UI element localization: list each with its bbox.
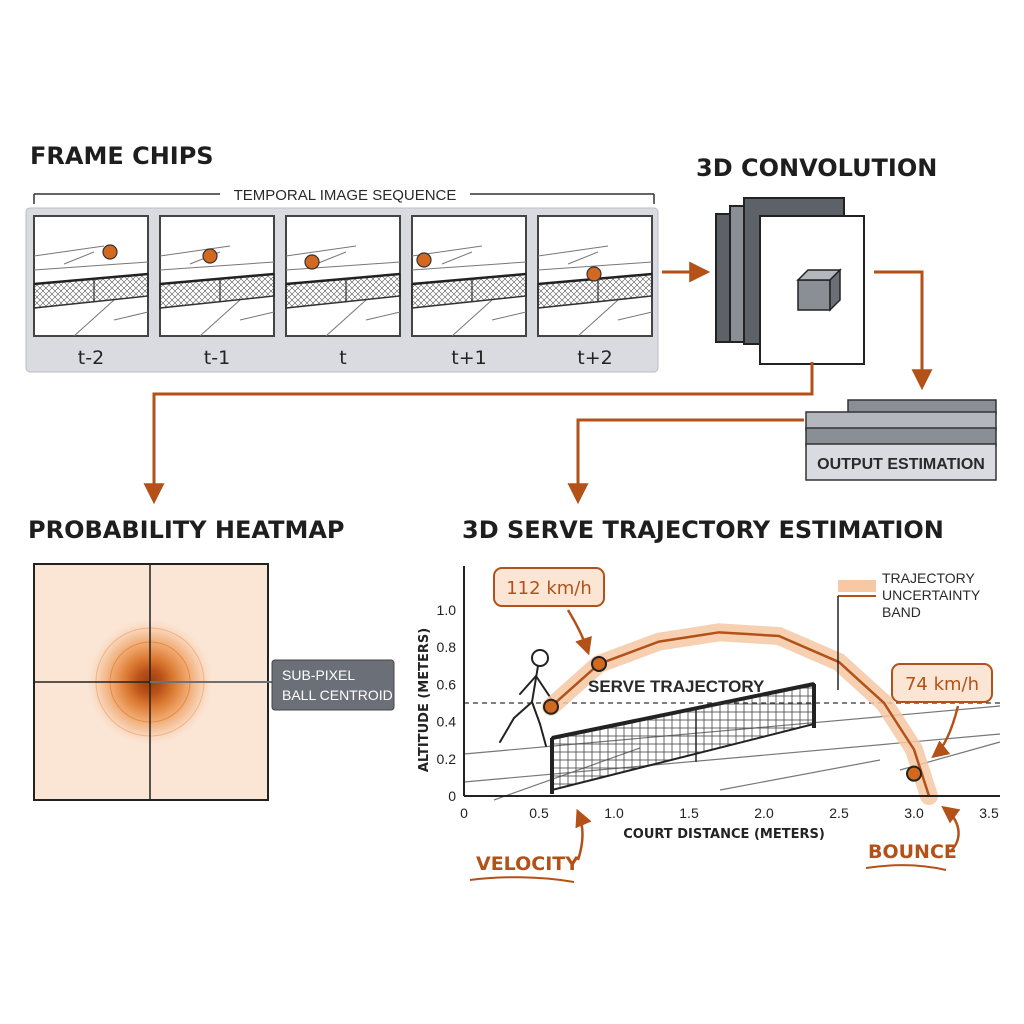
- frame-chip: t+2: [537, 215, 653, 369]
- velocity-underline: [469, 876, 575, 883]
- frame-label: t-1: [204, 347, 230, 369]
- centroid-badge: SUB-PIXEL BALL CENTROID: [271, 659, 395, 711]
- arrow-to-heatmap: [143, 362, 814, 505]
- y-tick-label: 0.6: [437, 676, 457, 692]
- player-icon: [499, 649, 553, 747]
- frame-chip: t-1: [159, 215, 275, 369]
- x-tick-label: 1.5: [679, 805, 699, 821]
- chart-axes: [463, 566, 1000, 797]
- heatmap-title: PROBABILITY HEATMAP: [28, 516, 345, 544]
- convolution-title: 3D CONVOLUTION: [696, 154, 937, 182]
- speed-start-arrow: [566, 609, 592, 656]
- y-tick-label: 0: [448, 788, 456, 804]
- ball-icon: [304, 254, 320, 270]
- frame-label: t: [339, 347, 346, 369]
- speed-end-arrow: [931, 705, 960, 759]
- x-tick-label: 0.5: [529, 805, 549, 821]
- kernel-cube-icon: [796, 268, 842, 312]
- x-tick-label: 0: [460, 805, 468, 821]
- sequence-label: TEMPORAL IMAGE SEQUENCE: [234, 187, 457, 204]
- x-tick-label: 1.0: [604, 805, 624, 821]
- arrow-to-output: [874, 270, 933, 391]
- legend-line3: BAND: [882, 604, 921, 620]
- bounce-underline: [865, 864, 947, 871]
- y-tick-label: 1.0: [437, 602, 457, 618]
- y-axis-title: ALTITUDE (METERS): [417, 628, 432, 772]
- ball-icon: [586, 266, 602, 282]
- frame-label: t-2: [78, 347, 104, 369]
- legend-line2: UNCERTAINTY: [882, 587, 981, 603]
- x-axis-title: COURT DISTANCE (METERS): [623, 827, 825, 842]
- sequence-bracket: [33, 193, 655, 204]
- frame-label: t+1: [451, 347, 486, 369]
- x-tick-label: 2.0: [754, 805, 774, 821]
- trajectory-marker: [543, 698, 559, 715]
- tennis-net: [550, 682, 816, 794]
- probability-heatmap: [33, 563, 274, 801]
- trajectory-chart: 112 km/h 74 km/h SERVE TRAJECTORY TRAJEC…: [417, 566, 1001, 883]
- y-tick-label: 0.4: [437, 714, 457, 730]
- x-axis-ticks: 0 0.5 1.0 1.5 2.0 2.5 3.0 3.5: [460, 805, 999, 821]
- centroid-label-line2: BALL CENTROID: [282, 687, 393, 703]
- y-tick-label: 0.2: [437, 751, 457, 767]
- x-tick-label: 2.5: [829, 805, 849, 821]
- uncertainty-legend: TRAJECTORY UNCERTAINTY BAND: [837, 570, 981, 690]
- speed-end-label: 74 km/h: [905, 674, 979, 695]
- trajectory-marker: [591, 655, 607, 672]
- speed-start-badge: 112 km/h: [493, 567, 605, 607]
- arrow-to-trajectory: [567, 418, 804, 505]
- frame-strip: t-2 t-1 t t+1 t+2: [33, 215, 653, 369]
- centroid-label-line1: SUB-PIXEL: [282, 667, 355, 683]
- bounce-arrow: [941, 805, 961, 853]
- bounce-label: BOUNCE: [868, 841, 957, 863]
- speed-end-badge: 74 km/h: [891, 663, 993, 703]
- frame-chip: t: [285, 215, 401, 369]
- legend-line1: TRAJECTORY: [882, 570, 975, 586]
- trajectory-title: 3D SERVE TRAJECTORY ESTIMATION: [462, 516, 944, 544]
- speed-start-label: 112 km/h: [506, 578, 592, 599]
- velocity-label: VELOCITY: [476, 853, 579, 875]
- y-axis-ticks: 0 0.2 0.4 0.6 0.8 1.0: [437, 602, 457, 804]
- x-tick-label: 3.5: [979, 805, 999, 821]
- frame-chips-title: FRAME CHIPS: [30, 142, 214, 170]
- convolution-stack: [715, 197, 865, 365]
- frame-chip: t-2: [33, 215, 149, 369]
- frame-label: t+2: [577, 347, 612, 369]
- trajectory-marker: [906, 765, 922, 782]
- serve-trajectory-label: SERVE TRAJECTORY: [588, 677, 765, 696]
- output-estimation-block: [805, 399, 997, 481]
- ball-icon: [416, 252, 432, 268]
- frame-chip: t+1: [411, 215, 527, 369]
- trajectory-line: [550, 631, 931, 797]
- velocity-arrow: [575, 808, 592, 861]
- x-tick-label: 3.0: [904, 805, 924, 821]
- y-tick-label: 0.8: [437, 639, 457, 655]
- ball-icon: [202, 248, 218, 264]
- output-estimation-label: OUTPUT ESTIMATION: [817, 456, 985, 473]
- ball-icon: [102, 244, 118, 260]
